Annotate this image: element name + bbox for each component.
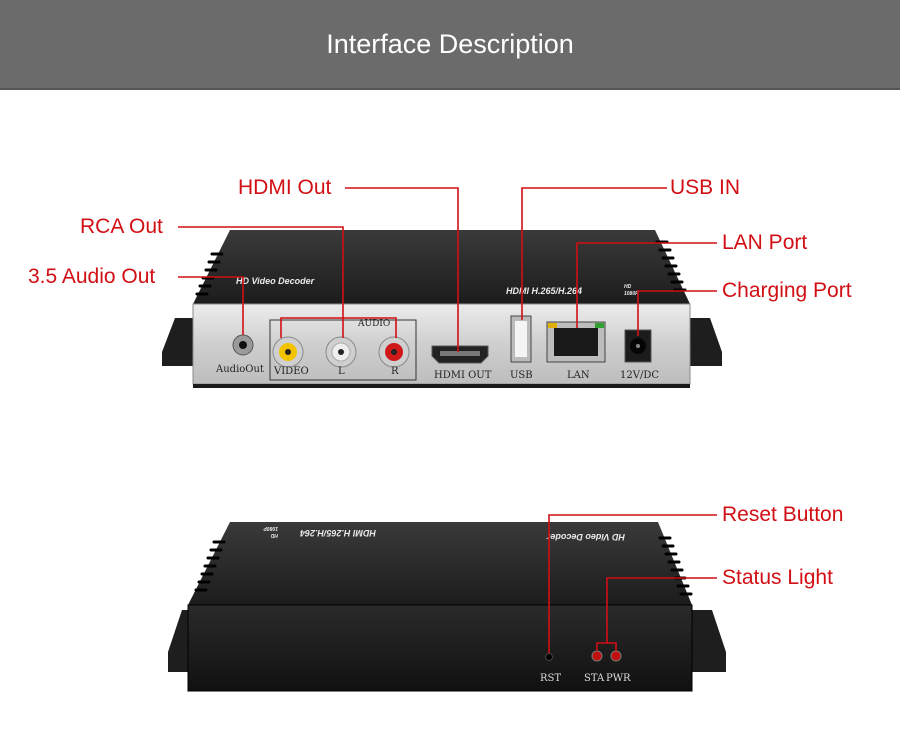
callout-reset-button: Reset Button xyxy=(722,503,844,526)
audio-out-leader xyxy=(178,276,244,335)
back-model-text: HDMI H.265/H.264 xyxy=(300,528,376,538)
front-left-ear xyxy=(162,318,196,366)
lan-led-right xyxy=(595,323,604,328)
rca-left-pin xyxy=(338,349,344,355)
hdmi-out-pins xyxy=(440,351,480,356)
back-model-sup: HD xyxy=(270,532,278,538)
usb-port-insert xyxy=(515,321,527,357)
hdmi-out-leader xyxy=(345,187,459,352)
callout-audio-out: 3.5 Audio Out xyxy=(28,265,156,288)
power-led xyxy=(610,650,622,662)
back-left-vents xyxy=(194,540,226,592)
back-faceplate xyxy=(187,604,693,692)
usb-label: USB xyxy=(510,370,533,381)
front-model-text: HDMI H.265/H.264 xyxy=(506,286,582,296)
lan-label: LAN xyxy=(567,370,590,381)
rca-video-pin xyxy=(285,349,291,355)
rca-video-label: VIDEO xyxy=(273,366,309,377)
header-banner xyxy=(0,0,900,90)
lan-port-leader xyxy=(576,242,717,328)
page-title: Interface Description xyxy=(326,29,574,59)
callout-usb-in: USB IN xyxy=(670,176,741,199)
callout-charging-port: Charging Port xyxy=(722,279,852,302)
dc-power-label: 12V/DC xyxy=(620,370,659,381)
reset-button-leader xyxy=(548,514,717,653)
audio-group-label: AUDIO xyxy=(357,319,390,329)
audio-out-label: AudioOut xyxy=(215,364,264,375)
front-model-sub: 1080P xyxy=(624,291,639,297)
front-bottom-edge xyxy=(193,384,690,388)
front-model-sup: HD xyxy=(624,284,632,290)
lan-led-left xyxy=(548,323,557,328)
reset-label: RST xyxy=(540,673,561,684)
back-model-sub: 1080P xyxy=(263,525,278,531)
status-light-branch xyxy=(596,642,617,651)
power-led-label: PWR xyxy=(606,673,631,684)
rca-group-leader xyxy=(280,317,397,338)
device-illustration: HD Video Decoder HDMI H.265/H.264 HD 108… xyxy=(162,187,726,692)
charging-port-leader xyxy=(637,290,717,336)
callout-hdmi-out: HDMI Out xyxy=(238,176,332,199)
back-brand-text: HD Video Decoder xyxy=(546,532,625,542)
callout-rca-out: RCA Out xyxy=(80,215,163,238)
back-device: HD Video Decoder HDMI H.265/H.264 HD 108… xyxy=(168,522,726,692)
back-top-cover xyxy=(188,522,692,605)
reset-button-hole xyxy=(545,653,553,661)
illustration-area: HD Video Decoder HDMI H.265/H.264 HD 108… xyxy=(0,90,900,756)
hdmi-out-label: HDMI OUT xyxy=(434,370,492,381)
callout-lan-port: LAN Port xyxy=(722,231,808,254)
leader-lines xyxy=(178,187,717,653)
status-light-leader xyxy=(606,577,717,643)
front-left-vents xyxy=(195,252,224,296)
front-right-ear xyxy=(690,318,722,366)
callout-status-light: Status Light xyxy=(722,566,833,589)
dc-power-pin xyxy=(636,344,640,348)
status-led xyxy=(591,650,603,662)
rca-right-label: R xyxy=(391,366,399,377)
front-top-cover xyxy=(193,230,690,304)
rca-right-pin xyxy=(391,349,397,355)
audio-out-jack-hole xyxy=(239,341,247,349)
front-right-vents xyxy=(655,240,687,292)
rca-left-label: L xyxy=(338,366,345,377)
back-right-ear xyxy=(692,610,726,672)
status-led-label: STA xyxy=(584,673,605,684)
lan-port-socket xyxy=(554,328,598,356)
usb-in-leader xyxy=(521,187,667,320)
front-device: HD Video Decoder HDMI H.265/H.264 HD 108… xyxy=(162,230,722,388)
front-brand-text: HD Video Decoder xyxy=(236,276,315,286)
rca-out-leader xyxy=(178,226,344,338)
